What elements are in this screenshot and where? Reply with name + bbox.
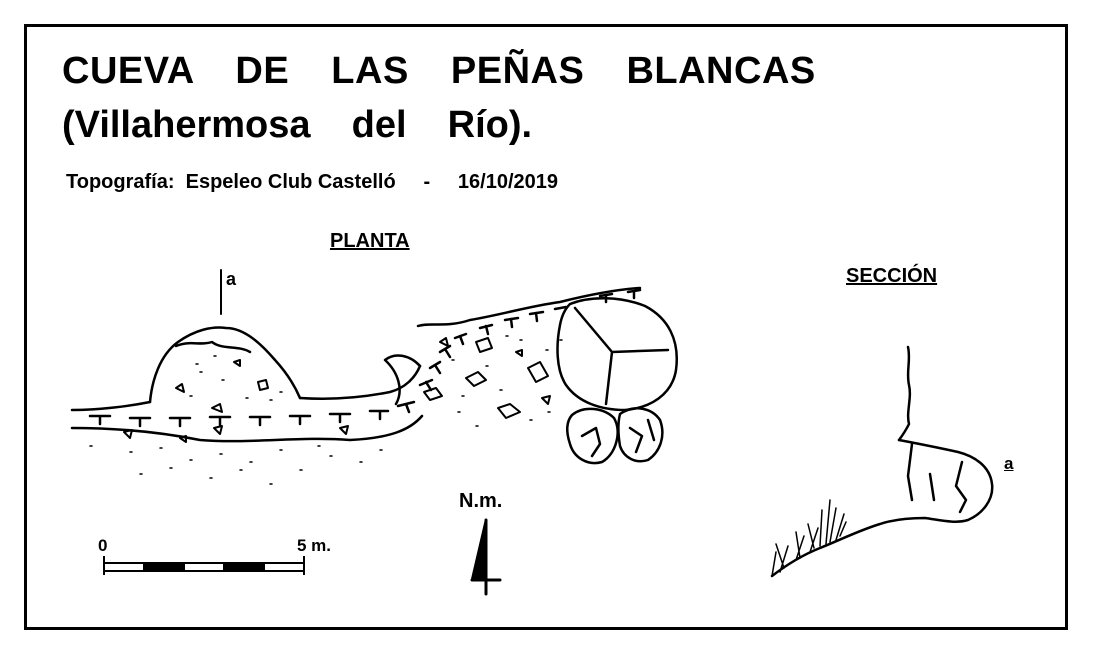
plan-sediment bbox=[89, 335, 563, 485]
plan-dripline bbox=[88, 288, 642, 428]
cave-location: (Villahermosa del Río). bbox=[62, 104, 533, 146]
plan-outline bbox=[70, 286, 642, 443]
map-frame bbox=[24, 24, 1068, 630]
section-profile bbox=[770, 345, 994, 578]
north-arrow-icon bbox=[470, 518, 502, 596]
scale-start-label: 0 bbox=[98, 536, 108, 555]
plan-boulders bbox=[556, 296, 678, 465]
plan-clasts bbox=[123, 337, 551, 443]
north-label: N.m. bbox=[459, 490, 503, 512]
section-vegetation bbox=[771, 499, 847, 577]
plan-heading: PLANTA bbox=[330, 230, 410, 252]
survey-credit: Topografía: Espeleo Club Castelló - 16/1… bbox=[66, 171, 558, 193]
cave-title: CUEVA DE LAS PEÑAS BLANCAS bbox=[62, 50, 816, 92]
section-heading: SECCIÓN bbox=[846, 265, 938, 287]
scale-bar bbox=[103, 556, 305, 575]
plan-section-marker: a bbox=[226, 269, 237, 289]
section-marker-label: a bbox=[1004, 454, 1014, 473]
scale-end-label: 5 m. bbox=[297, 536, 332, 555]
